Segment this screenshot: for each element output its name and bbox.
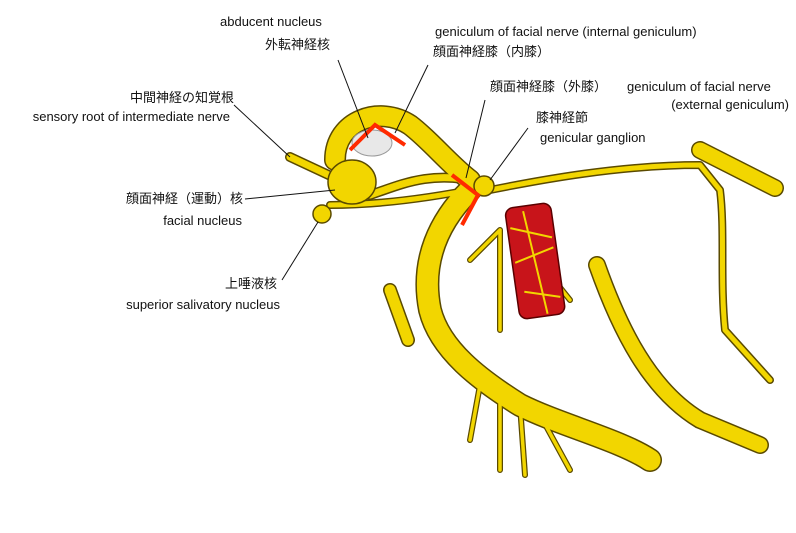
sensory-root-label-en: sensory root of intermediate nerve (32, 109, 230, 124)
internal-geniculum-label-ja: 顔面神経膝（内膝） (433, 44, 551, 59)
genicular-ganglion-label-ja: 膝神経節 (536, 110, 589, 125)
internal-geniculum-marker (348, 122, 407, 152)
sensory-root-label-ja: 中間神経の知覚根 (129, 90, 234, 105)
salivatory-nucleus-label-en: superior salivatory nucleus (126, 297, 280, 312)
facial-nucleus-label-en: facial nucleus (163, 213, 242, 228)
leader-lines (233, 59, 529, 281)
superior-salivatory-nucleus (312, 204, 332, 224)
genicular-ganglion-label-en: genicular ganglion (540, 130, 646, 145)
nerve-fill (286, 106, 783, 477)
external-geniculum-marker (450, 173, 481, 226)
internal-geniculum-label-en: geniculum of facial nerve (internal geni… (435, 24, 697, 39)
external-geniculum-label-en-1: geniculum of facial nerve (627, 79, 771, 94)
external-geniculum-label-en-2: (external geniculum) (671, 97, 789, 112)
blood-vessel (504, 202, 566, 320)
facial-nucleus (327, 159, 377, 205)
facial-nucleus-label-ja: 顔面神経（運動）核 (125, 191, 243, 206)
abducent-nucleus-label-ja: 外転神経核 (265, 37, 331, 52)
salivatory-nucleus-label-ja: 上唾液核 (224, 276, 277, 291)
abducent-nucleus-label-en: abducent nucleus (220, 14, 322, 29)
genicular-ganglion (473, 175, 495, 197)
external-geniculum-label-ja: 顔面神経膝（外膝） (490, 79, 608, 94)
